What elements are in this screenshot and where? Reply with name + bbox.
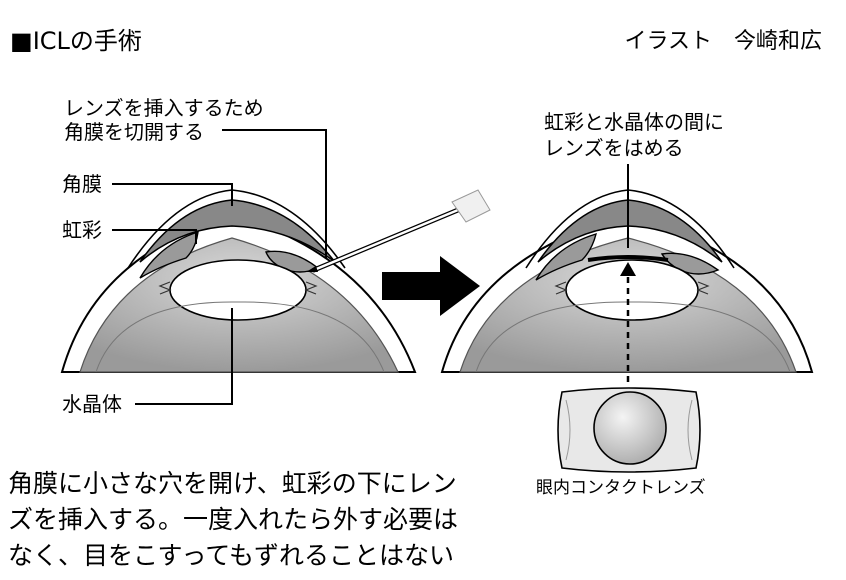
right-cornea xyxy=(537,199,723,263)
label-crystalline-lens: 水晶体 xyxy=(62,392,122,416)
label-iris: 虹彩 xyxy=(62,218,102,242)
title-text: ICLの手術 xyxy=(32,27,142,55)
surgical-instrument xyxy=(306,189,491,273)
label-placement-line2: レンズをはめる xyxy=(544,136,684,160)
page-title: ■ICLの手術 xyxy=(10,26,142,56)
illustration-credit: イラスト 今崎和広 xyxy=(624,29,822,54)
label-incision-line2: 角膜を切開する xyxy=(64,120,204,144)
caption-line-3: なく、目をこすってもずれることはない xyxy=(8,541,455,570)
insert-arrowhead xyxy=(620,262,636,276)
label-icl: 眼内コンタクトレンズ xyxy=(536,478,706,498)
implanted-icl xyxy=(587,255,669,262)
label-placement-line1: 虹彩と水晶体の間に xyxy=(544,110,724,134)
left-iris-left xyxy=(139,231,199,279)
right-eye-cross-section xyxy=(440,164,814,382)
caption: 角膜に小さな穴を開け、虹彩の下にレン ズを挿入する。一度入れたら外す必要は なく… xyxy=(8,466,478,574)
label-incision-line1: レンズを挿入するため xyxy=(64,96,264,120)
caption-line-2: ズを挿入する。一度入れたら外す必要は xyxy=(8,505,459,534)
caption-line-1: 角膜に小さな穴を開け、虹彩の下にレン xyxy=(8,469,457,498)
icl-lens-illustration xyxy=(557,387,701,473)
title-square-mark: ■ xyxy=(10,27,33,55)
right-iris-right xyxy=(660,252,720,275)
label-cornea: 角膜 xyxy=(62,172,102,196)
left-iris-right xyxy=(265,250,320,273)
left-crystalline-lens xyxy=(169,259,307,321)
right-arrow xyxy=(382,256,480,316)
right-iris-left xyxy=(535,232,597,281)
left-eye-cross-section xyxy=(60,129,491,405)
